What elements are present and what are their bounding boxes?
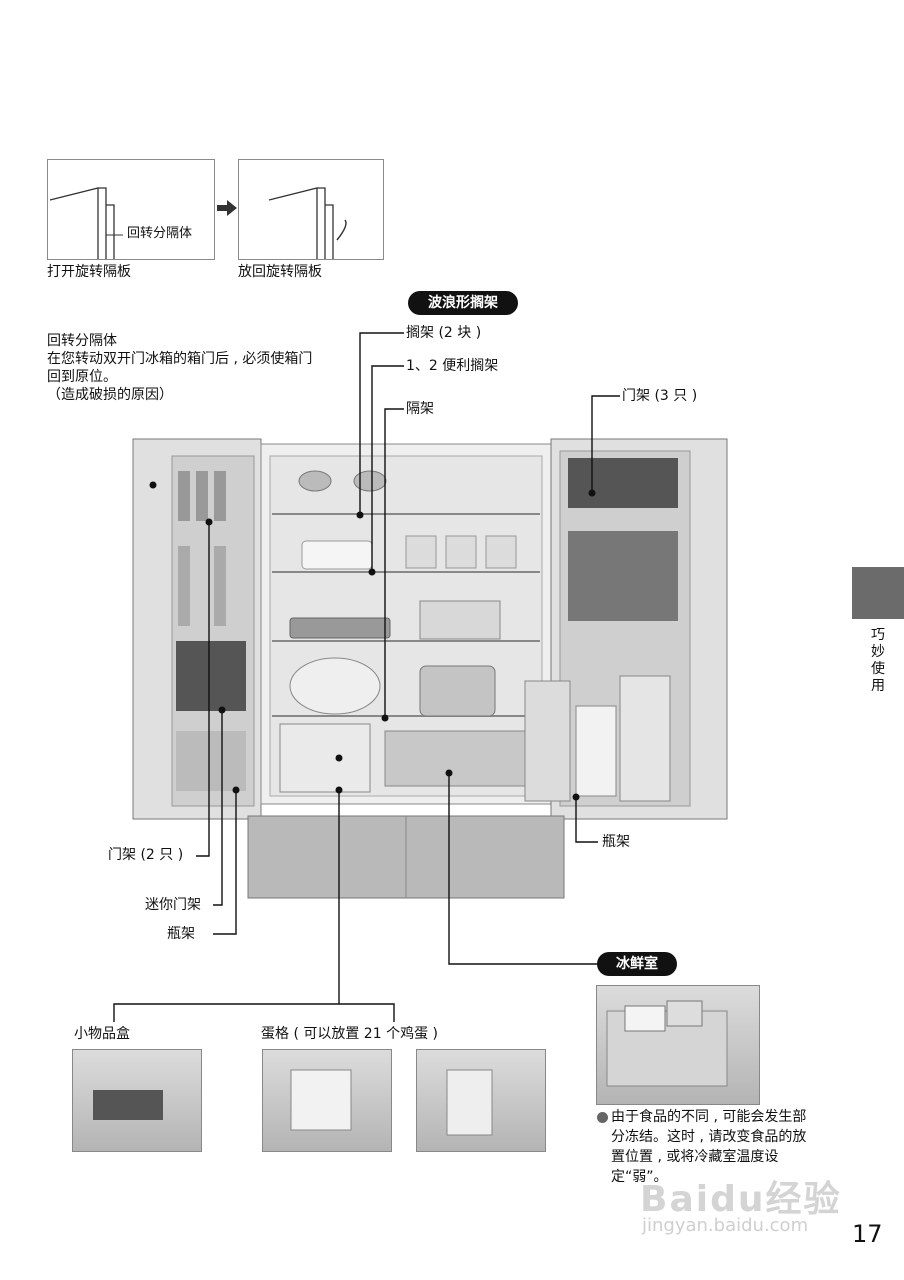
callout-mini-door-rack: 迷你门架 [145,897,201,913]
small-items-box-photo [72,1049,202,1152]
partition-label: 回转分隔体 [127,226,193,241]
notice-line1: 在您转动双开门冰箱的箱门后 , 必须使箱门 [47,351,313,367]
return-partition-diagram [238,159,384,260]
pill-wave-shelf: 波浪形搁架 [408,291,518,315]
callout-door-rack-2: 门架 (2 只 ) [108,847,184,863]
notice-title: 回转分隔体 [47,333,117,349]
refrigerator-illustration [130,436,730,901]
bullet-icon [597,1112,608,1123]
chill-room-note: 由于食品的不同 , 可能会发生部分冻结。这时 , 请改变食品的放置位置 , 或将… [611,1109,807,1185]
callout-divider-shelf: 隔架 [406,401,434,417]
callout-egg-tray: 蛋格 ( 可以放置 21 个鸡蛋 ) [261,1026,438,1042]
watermark-logo: Baidu经验 [640,1179,842,1220]
side-tab-block [852,567,904,619]
callout-bottle-rack-left: 瓶架 [167,926,195,942]
side-tab-label: 巧 妙 使 用 [871,627,885,694]
callout-door-rack-3: 门架 (3 只 ) [622,388,698,404]
callout-shelf-2: 搁架 (2 块 ) [406,325,482,341]
page-number: 17 [852,1220,883,1248]
pill-chill-room: 冰鲜室 [597,952,677,976]
watermark-url: jingyan.baidu.com [642,1215,809,1236]
label-open-partition: 打开旋转隔板 [47,264,131,280]
chill-room-photo [596,985,760,1105]
fridge-door-diagram-open [49,187,123,259]
label-return-partition: 放回旋转隔板 [238,264,322,280]
arrow-right-icon [217,200,237,216]
egg-tray-photo-2 [416,1049,546,1152]
callout-small-items-box: 小物品盒 [74,1026,130,1042]
fridge-door-diagram-return [268,187,347,259]
egg-tray-photo-1 [262,1049,392,1152]
notice-line3: （造成破损的原因） [47,387,173,403]
notice-line2: 回到原位。 [47,369,117,385]
open-partition-diagram [47,159,215,260]
callout-handy-shelf: 1、2 便利搁架 [406,358,499,374]
callout-bottle-rack-right: 瓶架 [602,834,630,850]
